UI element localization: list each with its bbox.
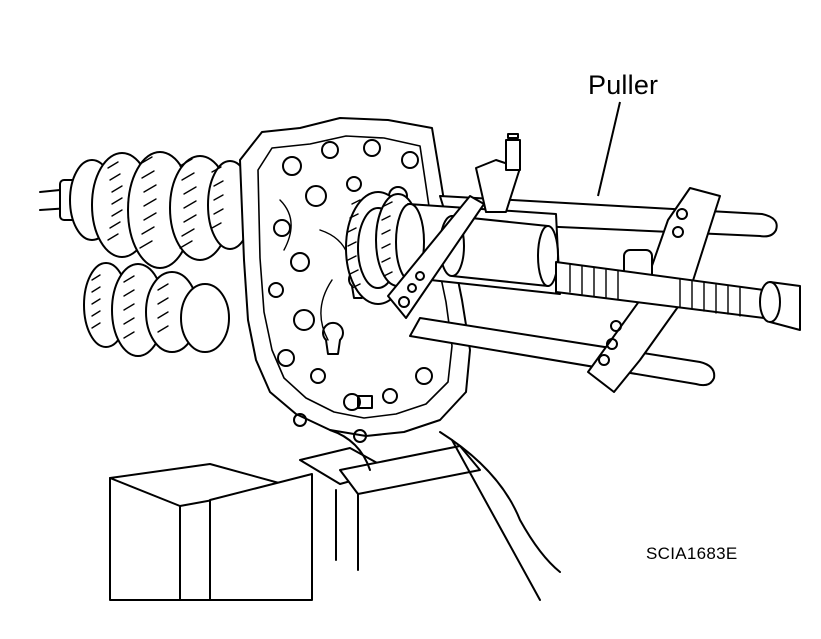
puller-callout-label: Puller <box>588 70 659 100</box>
lower-gear-stack <box>83 262 230 357</box>
upper-gear-stack <box>69 151 253 269</box>
bench-vise <box>109 413 561 601</box>
puller <box>387 133 801 393</box>
callout-leader-line <box>597 101 621 197</box>
figure-code: SCIA1683E <box>646 544 738 563</box>
